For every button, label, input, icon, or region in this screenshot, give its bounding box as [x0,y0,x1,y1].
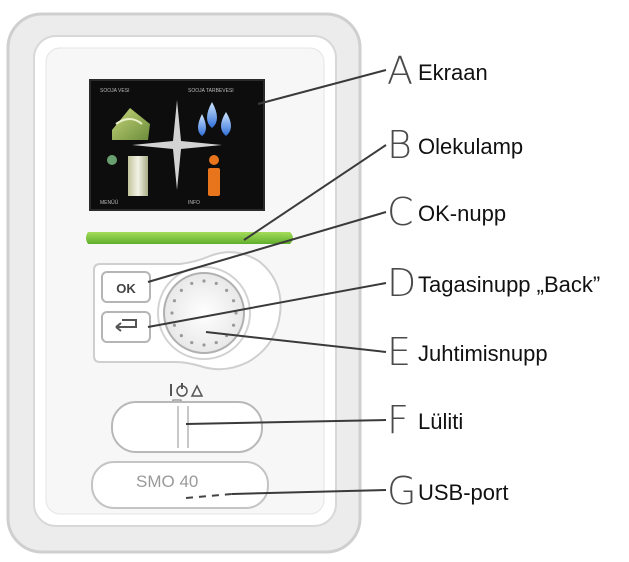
knob-grip-dots [170,279,238,347]
screen-label-top-left: SOOJA VESI [100,88,129,94]
house-icon [112,108,150,140]
back-button[interactable] [101,311,151,343]
knob-dot [190,281,194,286]
thermometer-icon [107,155,148,196]
callout-label-g: USB-port [418,480,509,505]
callout-letter-f: F [387,398,409,442]
leader-line-g [231,489,387,495]
leader-line-c [147,211,387,283]
knob-dot [202,343,206,347]
knob-dot [172,323,177,327]
knob-dot [202,279,206,283]
callout-label-f: Lüliti [418,409,464,434]
knob-dot [179,288,183,292]
model-label: SMO 40 [136,472,199,491]
screen-label-bottom-left: MENÜÜ [100,199,119,206]
callout-letter-g: G [387,469,417,513]
back-arrow-icon [116,319,137,328]
ok-button-label: OK [116,281,136,296]
callout-letter-a: A [387,49,413,93]
callout-letter-b: B [387,123,412,167]
screen-label-bottom-right: INFO [188,200,200,206]
knob-dot [234,311,238,315]
callout-label-c: OK-nupp [418,201,507,226]
screen-label-top-right: SOOJA TARBEVESI [188,88,234,94]
leader-lines [147,69,387,495]
knob-dot [231,299,236,303]
knob-dot [179,334,183,338]
warning-triangle-icon [190,384,204,397]
ok-button[interactable]: OK [101,271,151,303]
leader-line-b [243,144,387,241]
knob-dot [225,288,229,292]
water-drops-icon [198,102,231,136]
callout-label-a: Ekraan [418,60,488,85]
leader-line-d [147,282,387,328]
leader-line-e [205,331,387,353]
star-divider-icon [132,100,222,190]
knob-dot [170,311,174,315]
callout-label-b: Olekulamp [418,134,524,159]
display-screen: SOOJA VESI SOOJA TARBEVESI INFO MENÜÜ [89,79,265,211]
callout-label-d: Tagasinupp „Back” [418,272,601,297]
callout-letter-d: D [387,261,417,305]
knob-dot [214,340,218,345]
status-lamp [86,232,293,244]
knob-dot [214,281,218,286]
control-knob[interactable] [157,266,251,360]
knob-dot [231,323,236,327]
leader-line-a [257,69,387,105]
callout-letter-c: C [387,190,414,234]
callout-label-e: Juhtimisnupp [418,341,548,366]
info-icon [208,155,220,196]
leader-line-f [185,419,387,425]
callout-letter-e: E [387,330,412,374]
usb-port-plate [91,461,269,509]
knob-dot [190,340,194,345]
on-symbol-icon [170,384,172,396]
knob-dot [172,299,177,303]
power-switch[interactable] [111,401,263,453]
